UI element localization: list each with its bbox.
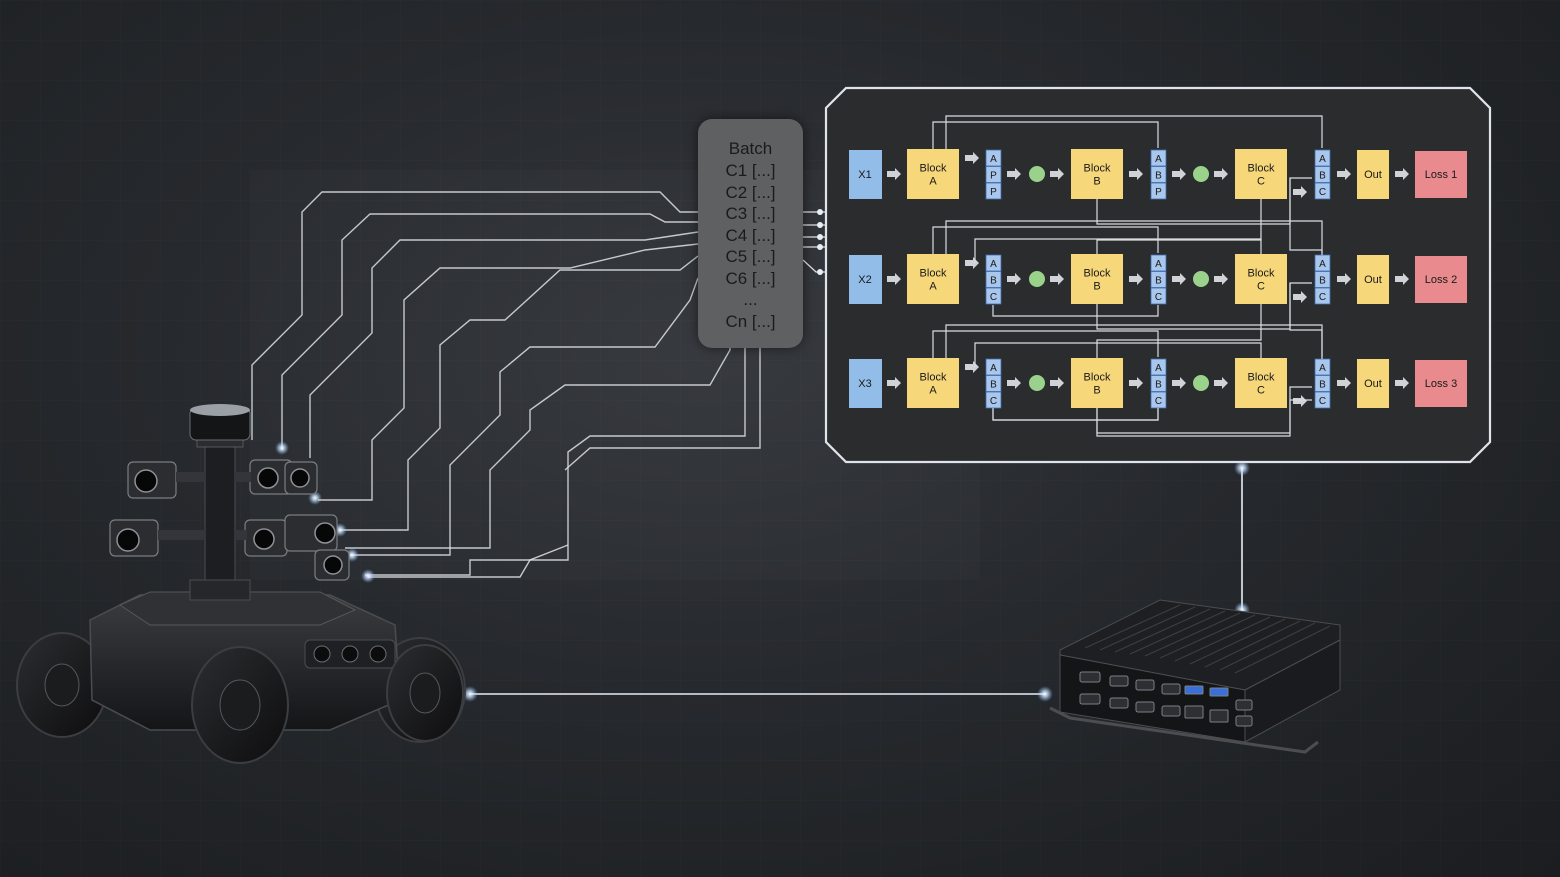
port-icon (1162, 706, 1180, 716)
port-icon (1080, 694, 1100, 704)
link-dot (817, 222, 823, 228)
concat-cell-label: A (1319, 363, 1326, 374)
concat-cell-label: C (1319, 396, 1326, 407)
batch-row-c2: C2 [...] (698, 182, 803, 204)
concat-cell-label: A (1319, 154, 1326, 165)
loss-label: Loss 2 (1425, 274, 1457, 286)
camera-lens-icon (324, 556, 342, 574)
camera-lens-icon (135, 470, 157, 492)
port-icon (1080, 672, 1100, 682)
concat-cell-label: C (1155, 292, 1162, 303)
input-label: X3 (858, 378, 871, 390)
concat-cell-label: C (1319, 187, 1326, 198)
front-camera-lens-icon (370, 646, 386, 662)
concat-cell-label: B (1319, 276, 1326, 287)
batch-row-c1: C1 [...] (698, 160, 803, 182)
activation-node-icon (1029, 271, 1045, 287)
camera-lens-icon (315, 523, 335, 543)
glow-dot (1037, 686, 1053, 702)
glow-dot (275, 441, 289, 455)
batch-row-c3: C3 [...] (698, 203, 803, 225)
port-icon (1110, 698, 1128, 708)
activation-node-icon (1193, 271, 1209, 287)
batch-row-c4: C4 [...] (698, 225, 803, 247)
concat-cell-label: P (990, 187, 997, 198)
camera-lens-icon (254, 529, 274, 549)
usb-port-icon (1185, 686, 1203, 694)
concat-cell-label: A (1155, 154, 1162, 165)
camera-arm (235, 530, 247, 540)
ethernet-port-icon (1185, 706, 1203, 718)
camera-lens-icon (258, 468, 278, 488)
loss-label: Loss 3 (1425, 378, 1457, 390)
wheel-hub (45, 664, 79, 706)
concat-cell-label: C (1319, 292, 1326, 303)
front-camera-lens-icon (314, 646, 330, 662)
concat-cell-label: B (990, 380, 997, 391)
camera-arm (176, 472, 206, 482)
concat-cell-label: C (990, 396, 997, 407)
concat-cell-label: B (990, 276, 997, 287)
out-label: Out (1364, 169, 1382, 181)
concat-cell-label: P (990, 171, 997, 182)
link-dot (817, 269, 823, 275)
concat-cell-label: B (1155, 380, 1162, 391)
concat-cell-label: B (1155, 276, 1162, 287)
port-icon (1110, 676, 1128, 686)
front-camera-lens-icon (342, 646, 358, 662)
link-dot (817, 209, 823, 215)
wheel-hub (410, 673, 440, 713)
glow-dot (361, 569, 375, 583)
input-label: X2 (858, 274, 871, 286)
concat-cell-label: A (1319, 259, 1326, 270)
wheel-hub (220, 680, 260, 730)
activation-node-icon (1029, 375, 1045, 391)
camera-arm (235, 472, 251, 482)
concat-cell-label: A (1155, 363, 1162, 374)
usb-port-icon (1210, 688, 1228, 696)
activation-node-icon (1193, 375, 1209, 391)
ethernet-port-icon (1210, 710, 1228, 722)
link-dot (817, 234, 823, 240)
activation-node-icon (1193, 166, 1209, 182)
concat-cell-label: A (990, 154, 997, 165)
out-label: Out (1364, 274, 1382, 286)
lidar-top (190, 404, 250, 416)
sensor-mast (205, 440, 235, 600)
activation-node-icon (1029, 166, 1045, 182)
camera-arm (158, 530, 205, 540)
concat-cell-label: A (1155, 259, 1162, 270)
batch-row-cn: Cn [...] (698, 311, 803, 333)
camera-lens-icon (117, 529, 139, 551)
concat-cell-label: A (990, 259, 997, 270)
concat-cell-label: B (1319, 171, 1326, 182)
camera-lens-icon (291, 469, 309, 487)
concat-cell-label: C (1155, 396, 1162, 407)
batch-row-c6: C6 [...] (698, 268, 803, 290)
port-icon (1236, 716, 1252, 726)
batch-row-c5: C5 [...] (698, 246, 803, 268)
concat-cell-label: B (1155, 171, 1162, 182)
input-label: X1 (858, 169, 871, 181)
concat-cell-label: P (1155, 187, 1162, 198)
out-label: Out (1364, 378, 1382, 390)
mast-mount (190, 580, 250, 600)
concat-cell-label: C (990, 292, 997, 303)
link-dot (817, 244, 823, 250)
batch-title: Batch (698, 138, 803, 160)
port-icon (1236, 700, 1252, 710)
port-icon (1162, 684, 1180, 694)
concat-cell-label: B (1319, 380, 1326, 391)
batch-box: Batch C1 [...] C2 [...] C3 [...] C4 [...… (698, 119, 803, 348)
batch-row-ellipsis: ... (698, 289, 803, 311)
loss-label: Loss 1 (1425, 169, 1457, 181)
concat-cell-label: A (990, 363, 997, 374)
port-icon (1136, 702, 1154, 712)
port-icon (1136, 680, 1154, 690)
